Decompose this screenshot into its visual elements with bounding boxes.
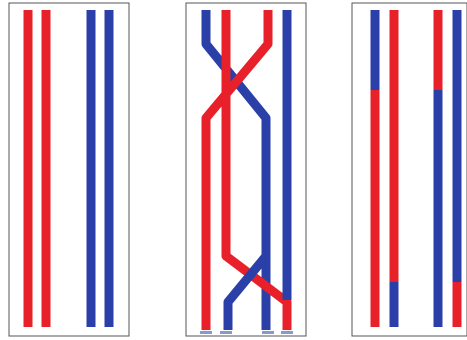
strand-tab <box>281 331 293 334</box>
strand-tab <box>262 331 274 334</box>
strand-tab <box>220 331 232 334</box>
strand-tab <box>200 331 212 334</box>
